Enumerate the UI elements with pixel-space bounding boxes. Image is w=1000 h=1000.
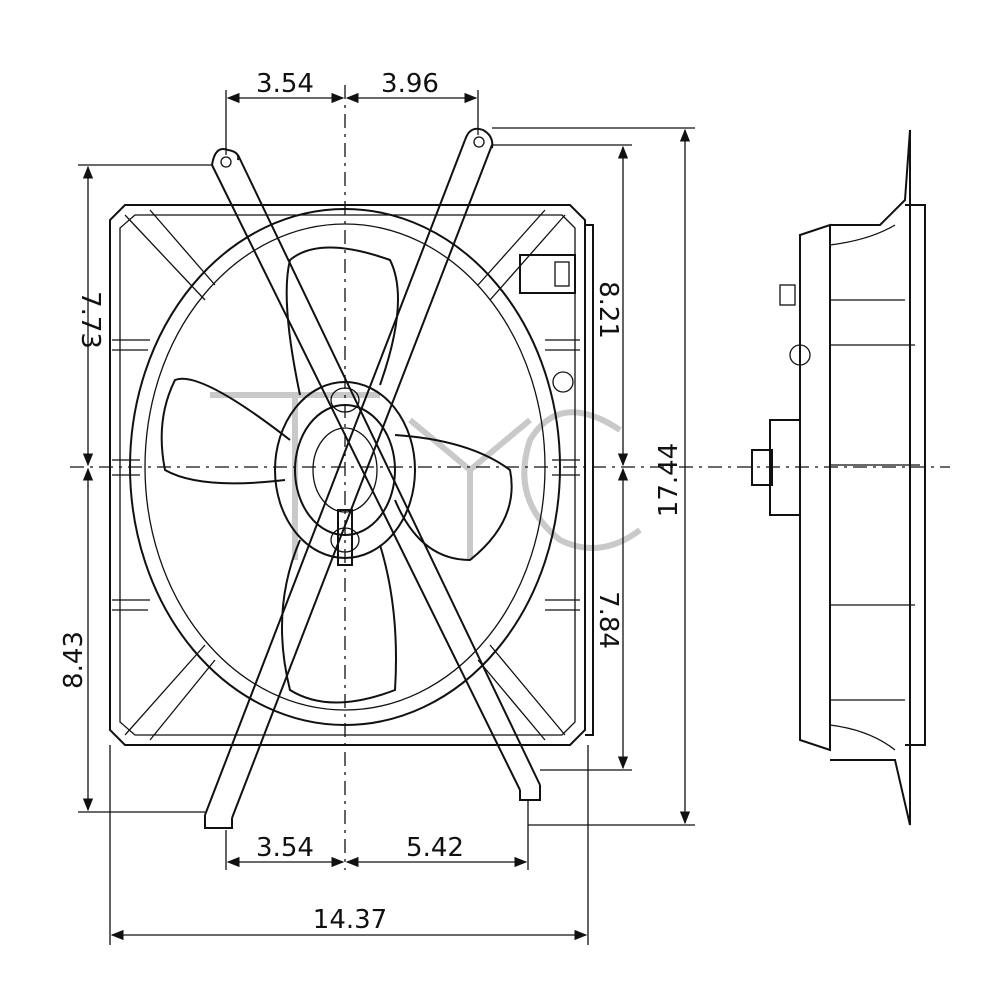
dim-left-lower: 8.43 [59, 631, 89, 689]
dim-right-lower: 7.84 [593, 591, 623, 649]
dim-top-left: 3.54 [256, 69, 314, 99]
fan-shroud-front [109, 204, 594, 746]
dimension-lines [78, 90, 695, 945]
dim-top-right: 3.96 [381, 69, 439, 99]
center-lines [70, 85, 950, 870]
mounting-arms [204, 127, 541, 829]
fan-shroud-side-view [751, 129, 926, 826]
dim-overall-height: 17.44 [654, 443, 684, 517]
dim-right-upper: 8.21 [593, 281, 623, 339]
dim-bottom-right: 5.42 [406, 833, 464, 863]
dim-left-upper: 7.73 [75, 291, 105, 349]
dim-overall-width: 14.37 [313, 905, 387, 935]
dim-bottom-left: 3.54 [256, 833, 314, 863]
